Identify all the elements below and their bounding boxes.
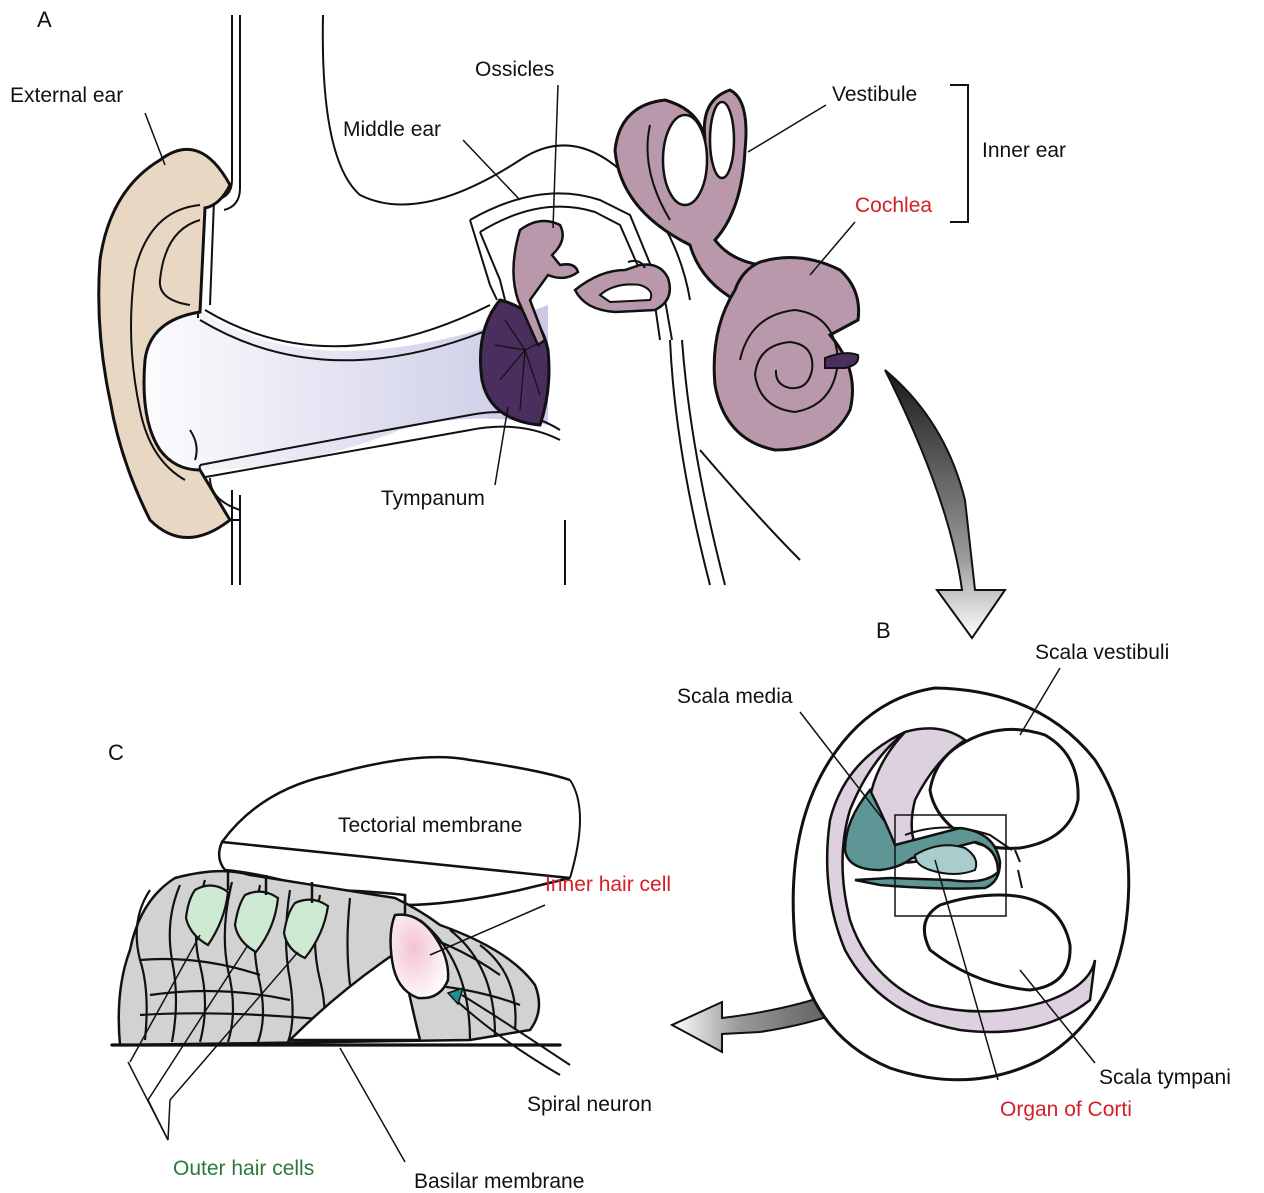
spiral-neuron-label: Spiral neuron	[527, 1093, 652, 1116]
tympanum-label: Tympanum	[381, 487, 485, 510]
ossicles-label: Ossicles	[475, 58, 554, 81]
arrow-a-to-b	[885, 370, 1005, 638]
inner-ear-label: Inner ear	[982, 139, 1066, 162]
inner-hair-cell-label: Inner hair cell	[545, 873, 671, 896]
panel-b-label: B	[876, 618, 891, 643]
panel-b: B Scala vestibuli Scala media Scala tymp…	[677, 618, 1231, 1121]
panel-a: A External ear Middle ear Ossicles Vesti…	[10, 7, 1066, 585]
basilar-membrane-label: Basilar membrane	[414, 1170, 584, 1193]
cochlea-label: Cochlea	[855, 194, 932, 217]
panel-a-label: A	[37, 7, 52, 32]
tectorial-membrane-label: Tectorial membrane	[338, 814, 522, 837]
ossicles	[513, 221, 669, 345]
outer-hair-cells-label: Outer hair cells	[173, 1157, 314, 1180]
organ-of-corti-label: Organ of Corti	[1000, 1098, 1132, 1121]
panel-c: C Tectorial membrane Inner hair cell Spi…	[108, 740, 671, 1193]
vestibule-label: Vestibule	[832, 83, 917, 106]
external-ear-label: External ear	[10, 84, 123, 107]
panel-c-label: C	[108, 740, 124, 765]
scala-media-label: Scala media	[677, 685, 793, 708]
scala-tympani-label: Scala tympani	[1099, 1066, 1231, 1089]
middle-ear-label: Middle ear	[343, 118, 441, 141]
scala-vestibuli-label: Scala vestibuli	[1035, 641, 1169, 664]
